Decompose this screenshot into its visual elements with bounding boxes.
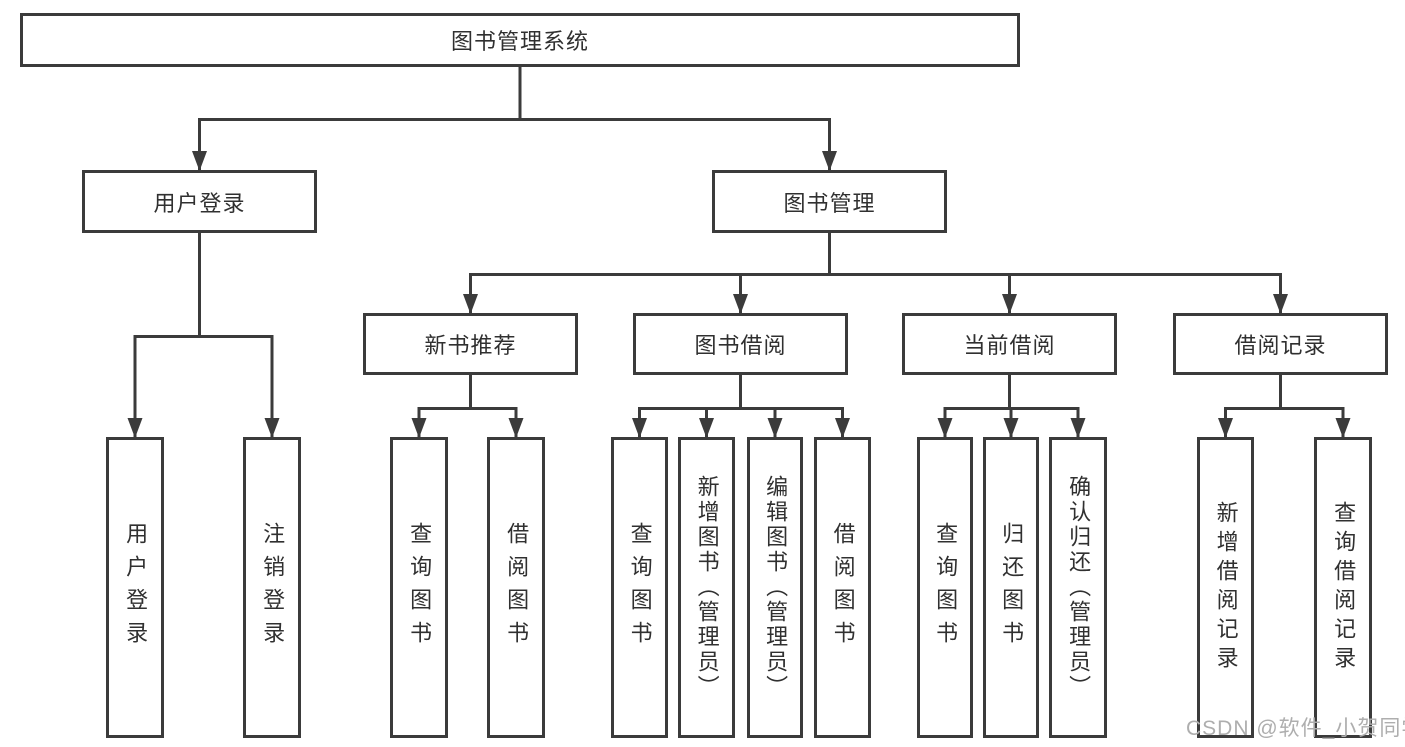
leaf-borrow-query-books-label: 查询图书: [627, 521, 653, 654]
leaf-current-query-books-label: 查询图书: [933, 521, 959, 654]
leaf-recommend-borrow-books: 借阅图书: [487, 437, 545, 738]
leaf-logout: 注销登录: [243, 437, 301, 738]
leaf-borrow-query-books: 查询图书: [611, 437, 668, 738]
node-user-login: 用户登录: [82, 170, 317, 233]
leaf-borrow-books: 借阅图书: [814, 437, 871, 738]
node-current-borrow-label: 当前借阅: [963, 333, 1056, 358]
leaf-logout-label: 注销登录: [260, 521, 286, 654]
node-book-borrow-label: 图书借阅: [694, 333, 787, 358]
leaf-recommend-query-books: 查询图书: [390, 437, 448, 738]
leaf-borrow-books-label: 借阅图书: [830, 521, 856, 654]
node-root-label: 图书管理系统: [450, 29, 589, 54]
leaf-return-books: 归还图书: [983, 437, 1039, 738]
leaf-add-borrow-record-label: 新增借阅记录: [1213, 500, 1239, 675]
leaf-user-login-label: 用户登录: [123, 521, 149, 654]
leaf-confirm-return-admin: 确认归还（管理员）: [1049, 437, 1107, 738]
node-book-management-label: 图书管理: [783, 190, 876, 216]
node-borrow-records: 借阅记录: [1173, 313, 1388, 375]
node-user-login-label: 用户登录: [153, 190, 246, 216]
node-root: 图书管理系统: [20, 13, 1020, 67]
leaf-current-query-books: 查询图书: [917, 437, 973, 738]
node-book-borrow: 图书借阅: [633, 313, 848, 375]
leaf-query-borrow-record: 查询借阅记录: [1314, 437, 1372, 738]
node-current-borrow: 当前借阅: [902, 313, 1117, 375]
node-book-management: 图书管理: [712, 170, 947, 233]
leaf-recommend-borrow-books-label: 借阅图书: [504, 521, 530, 654]
node-new-book-recommend-label: 新书推荐: [424, 333, 517, 358]
leaf-recommend-query-books-label: 查询图书: [407, 521, 433, 654]
leaf-user-login: 用户登录: [106, 437, 164, 738]
leaf-confirm-return-admin-label: 确认归还（管理员）: [1066, 475, 1092, 700]
node-new-book-recommend: 新书推荐: [363, 313, 578, 375]
leaf-query-borrow-record-label: 查询借阅记录: [1331, 500, 1357, 675]
node-borrow-records-label: 借阅记录: [1234, 333, 1327, 358]
leaf-add-books-admin-label: 新增图书（管理员）: [694, 475, 720, 700]
leaf-add-books-admin: 新增图书（管理员）: [678, 437, 735, 738]
leaf-add-borrow-record: 新增借阅记录: [1197, 437, 1254, 738]
csdn-watermark: CSDN @软件_小贺同学: [1186, 717, 1405, 740]
leaf-edit-books-admin: 编辑图书（管理员）: [747, 437, 803, 738]
leaf-return-books-label: 归还图书: [999, 521, 1025, 654]
leaf-edit-books-admin-label: 编辑图书（管理员）: [763, 475, 789, 700]
